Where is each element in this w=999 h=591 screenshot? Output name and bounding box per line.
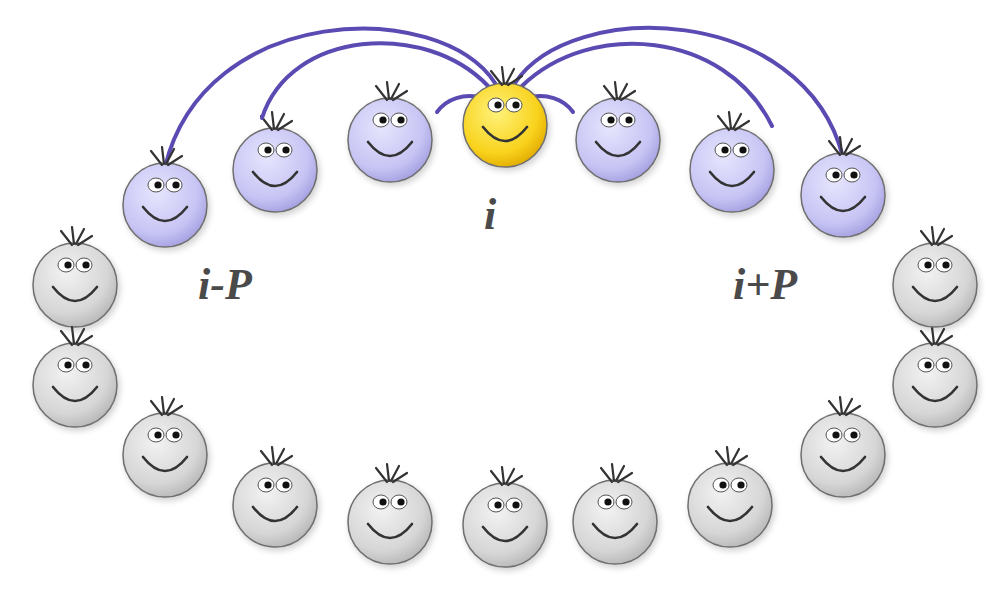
face-icon	[455, 65, 555, 175]
person-face: i+P	[700, 135, 900, 310]
index-label: i	[484, 193, 496, 237]
face-icon	[793, 135, 893, 245]
face-icon	[115, 145, 215, 255]
person-face: i-P	[115, 145, 285, 310]
index-label: i+P	[733, 263, 797, 307]
index-label: i-P	[198, 263, 252, 307]
person-face: i	[455, 65, 555, 240]
link-arc	[515, 28, 843, 157]
link-arc	[165, 29, 495, 167]
